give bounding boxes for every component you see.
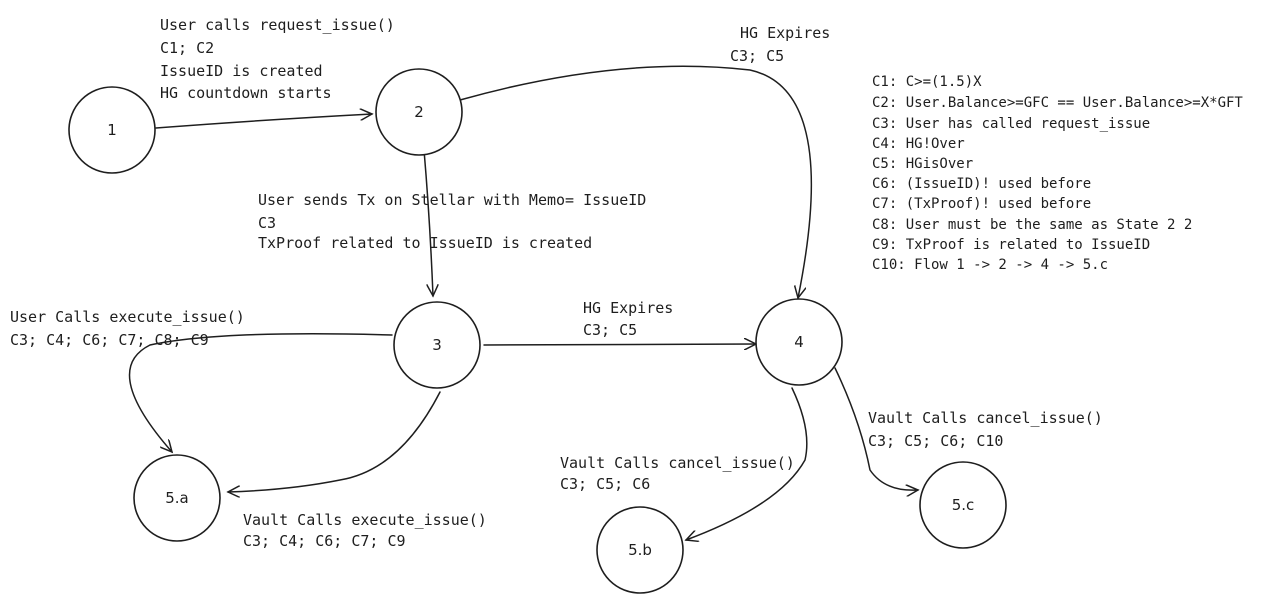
state-node-2: 2 <box>375 68 463 156</box>
state-node-5b-label: 5.b <box>628 541 652 559</box>
label-line: User Calls execute_issue() <box>10 308 245 326</box>
label-3-to-5a-user: User Calls execute_issue() C3; C4; C6; C… <box>10 308 245 349</box>
edge-4-to-5c <box>834 367 918 490</box>
state-node-1-label: 1 <box>107 121 117 139</box>
label-3-to-5a-vault: Vault Calls execute_issue() C3; C4; C6; … <box>243 511 487 550</box>
label-line: Vault Calls cancel_issue() <box>560 454 795 472</box>
condition-item: C7: (TxProof)! used before <box>872 196 1091 212</box>
edge-3-to-4 <box>483 344 756 345</box>
condition-item: C5: HGisOver <box>872 156 973 172</box>
edge-2-to-4 <box>459 65 813 298</box>
label-line: HG countdown starts <box>160 84 332 102</box>
state-node-3-label: 3 <box>432 336 442 354</box>
edge-3-to-5a-vault <box>228 391 441 492</box>
state-node-5a: 5.a <box>133 454 221 542</box>
condition-item: C10: Flow 1 -> 2 -> 4 -> 5.c <box>872 257 1108 273</box>
state-node-4-label: 4 <box>794 333 804 351</box>
state-node-5b: 5.b <box>596 506 684 594</box>
condition-item: C3: User has called request_issue <box>872 116 1150 132</box>
label-line: HG Expires <box>583 299 673 317</box>
label-line: C3; C5 <box>730 47 784 65</box>
label-line: User calls request_issue() <box>160 16 395 34</box>
label-line: Vault Calls execute_issue() <box>243 511 487 529</box>
label-line: TxProof related to IssueID is created <box>258 234 592 252</box>
label-line: User sends Tx on Stellar with Memo= Issu… <box>258 191 646 209</box>
condition-item: C8: User must be the same as State 2 2 <box>872 217 1192 233</box>
label-line: HG Expires <box>740 24 830 42</box>
label-line: C3 <box>258 214 276 232</box>
label-1-to-2: User calls request_issue() C1; C2 IssueI… <box>160 16 395 102</box>
label-line: C3; C5 <box>583 321 637 339</box>
edge-4-to-5b <box>686 387 808 540</box>
label-line: C3; C5; C6 <box>560 475 650 493</box>
condition-item: C9: TxProof is related to IssueID <box>872 237 1150 253</box>
label-line: C3; C4; C6; C7; C8; C9 <box>10 331 209 349</box>
label-line: C3; C4; C6; C7; C9 <box>243 532 406 550</box>
label-3-to-4: HG Expires C3; C5 <box>583 299 673 339</box>
state-node-3: 3 <box>393 301 481 389</box>
state-node-5c: 5.c <box>919 461 1007 549</box>
state-node-2-label: 2 <box>414 103 424 121</box>
label-2-to-3: User sends Tx on Stellar with Memo= Issu… <box>258 191 646 252</box>
label-line: IssueID is created <box>160 62 323 80</box>
state-node-4: 4 <box>755 298 843 386</box>
edge-3-to-5a-user <box>128 333 393 452</box>
conditions-legend: C1: C>=(1.5)X C2: User.Balance>=GFC == U… <box>872 74 1243 273</box>
label-line: C3; C5; C6; C10 <box>868 432 1003 450</box>
state-node-1: 1 <box>68 86 156 174</box>
edge-1-to-2 <box>155 114 372 129</box>
label-line: Vault Calls cancel_issue() <box>868 409 1103 427</box>
condition-item: C1: C>=(1.5)X <box>872 74 982 90</box>
label-2-to-4: HG Expires C3; C5 <box>730 24 830 65</box>
condition-item: C4: HG!Over <box>872 136 965 152</box>
label-4-to-5b: Vault Calls cancel_issue() C3; C5; C6 <box>560 454 795 493</box>
label-4-to-5c: Vault Calls cancel_issue() C3; C5; C6; C… <box>868 409 1103 450</box>
edge-2-to-3 <box>423 149 433 296</box>
condition-item: C2: User.Balance>=GFC == User.Balance>=X… <box>872 95 1243 111</box>
state-node-5a-label: 5.a <box>165 489 189 507</box>
label-line: C1; C2 <box>160 39 214 57</box>
state-node-5c-label: 5.c <box>952 496 975 514</box>
condition-item: C6: (IssueID)! used before <box>872 176 1091 192</box>
